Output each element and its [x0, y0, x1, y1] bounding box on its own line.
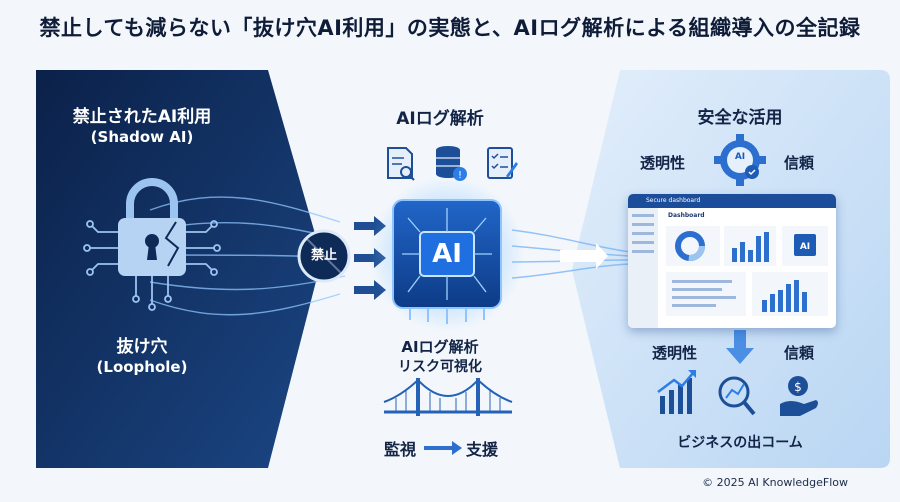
page-title: 禁止しても減らない「抜け穴AI利用」の実態と、AIログ解析による組織導入の全記録 [39, 16, 861, 40]
svg-text:$: $ [794, 380, 802, 394]
secure-use-title: 安全な活用 [697, 108, 783, 128]
gear-ai-label: AI [734, 152, 746, 162]
ban-label: 禁止 [310, 248, 337, 263]
svg-text:!: ! [458, 170, 462, 181]
shadow-ai-title: 禁止されたAI利用 [72, 107, 212, 127]
dashboard-titlebar: Secure dashboard [628, 194, 836, 208]
loophole-subtitle: (Loophole) [96, 358, 188, 376]
log-analysis-caption: AIログ解析 [401, 338, 479, 356]
dashboard-heading: Dashboard [668, 212, 705, 219]
dashboard-ai-badge: AI [800, 242, 810, 252]
ai-gear-icon [714, 134, 766, 186]
transparency-label-top: 透明性 [640, 154, 686, 172]
log-icons: ! [387, 146, 518, 181]
ai-chip-icon [369, 176, 525, 332]
shadow-ai-panel [36, 70, 386, 468]
copyright: © 2025 AI KnowledgeFlow [702, 476, 848, 489]
loophole-label: 抜け穴 [116, 337, 168, 357]
dashboard-sidebar [628, 208, 658, 328]
chip-label: AI [432, 239, 462, 269]
trust-label-bottom: 信頼 [784, 344, 815, 362]
document-search-icon [387, 147, 415, 181]
database-alert-icon: ! [436, 146, 467, 181]
bridge-icon [383, 378, 513, 416]
monitor-to-support-arrow [424, 441, 462, 455]
business-outcome-label: ビジネスの出コーム [677, 435, 803, 451]
trust-label-top: 信頼 [784, 154, 815, 172]
support-label: 支援 [466, 440, 499, 459]
money-hand-icon: $ [780, 376, 818, 416]
dashboard-mockup: Secure dashboard Dashboard AI [628, 194, 836, 328]
analytics-search-icon [718, 376, 756, 416]
dashboard-charts: AI [666, 226, 828, 316]
monitor-label: 監視 [384, 440, 417, 459]
broken-lock-icon [118, 178, 186, 276]
log-analysis-title: AIログ解析 [396, 109, 484, 129]
checklist-icon [487, 147, 518, 179]
shadow-ai-subtitle: (Shadow AI) [90, 128, 194, 146]
transparency-label-bottom: 透明性 [652, 344, 698, 362]
down-arrow-icon [726, 330, 754, 364]
growth-chart-icon [657, 370, 696, 414]
risk-visualization-caption: リスク可視化 [398, 359, 482, 375]
